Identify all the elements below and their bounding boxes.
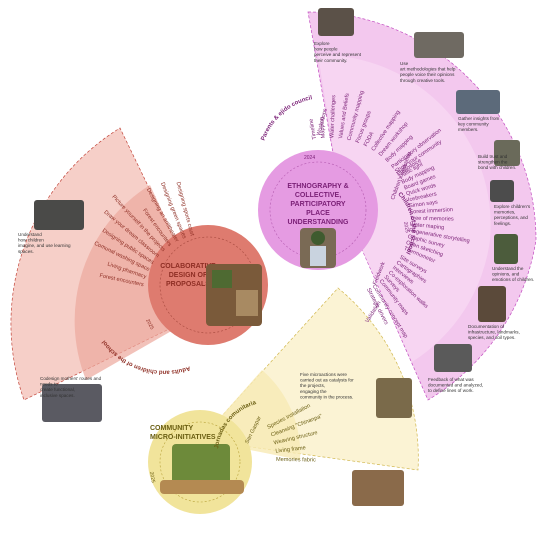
ethno-note-line: Explore bbox=[314, 41, 330, 46]
children-method: Water maping bbox=[409, 222, 444, 231]
micro-item: Living frame bbox=[275, 445, 306, 454]
children-method: Simon says bbox=[409, 200, 439, 210]
collaborative-note-line: inclusive spaces. bbox=[40, 393, 75, 398]
micro-note-line: the projects, bbox=[300, 383, 325, 388]
micro-title-line: COMMUNITY bbox=[150, 425, 193, 432]
collaborative-mid-fan bbox=[74, 185, 209, 380]
micro-note-photos bbox=[352, 378, 412, 506]
ethnography-title-line: PARTICIPATORY bbox=[290, 201, 346, 208]
ethno-note-line: emotions of children. bbox=[492, 277, 534, 282]
micro-note-line: Five microactions were bbox=[300, 372, 347, 377]
ethno-note-line: documented and analyzed, bbox=[428, 383, 483, 388]
collaborative-note-line: how children bbox=[18, 238, 44, 243]
ethno-note-line: members. bbox=[458, 127, 478, 132]
ethno-note-line: their community. bbox=[314, 58, 347, 63]
collaborative-note-line: needs to bbox=[40, 382, 58, 387]
micro-note-line: community in the process. bbox=[300, 394, 353, 399]
ethno-note-line: to define lines of work. bbox=[428, 388, 474, 393]
parents-method: Mapping bbox=[319, 117, 326, 139]
collaborative-note-line: imagine, and use learning bbox=[18, 243, 71, 248]
micro-item: Memories fabric bbox=[276, 457, 316, 464]
collaborative-hub-photo bbox=[206, 264, 262, 326]
ethno-note-line: perceptions, and bbox=[494, 215, 528, 220]
micro-title-line: MICRO-INITIATIVES bbox=[150, 434, 216, 441]
parents-method: Water challenges bbox=[329, 95, 337, 138]
ethnography-inner-fan bbox=[318, 54, 491, 362]
ethno-year-b: 2025 bbox=[402, 221, 410, 233]
children-method: Tree of memories bbox=[410, 216, 454, 223]
collaborative-year: 2025 bbox=[144, 318, 155, 331]
ethno-note-line: through creative tools. bbox=[400, 78, 445, 83]
ethno-note-line: Understand the bbox=[492, 266, 524, 271]
ethnography-hub-ring bbox=[269, 161, 367, 259]
children-method: Icebreakers bbox=[407, 191, 437, 203]
collaborative-title: COLABORATIVE DESIGN OF PROPOSALS bbox=[160, 263, 216, 288]
collaborative-note-line: spaces. bbox=[18, 249, 34, 254]
ethno-note-line: Documentation of bbox=[468, 324, 505, 329]
ethno-note-line: infrastructure, landmarks, bbox=[468, 330, 520, 335]
ethno-note-line: Feedback of what was bbox=[428, 377, 474, 382]
ethno-year-a: 2024 bbox=[304, 155, 315, 161]
parents-method: Timeline bbox=[309, 118, 319, 140]
ethnography-title-line: UNDERSTANDING bbox=[288, 219, 349, 226]
collaborative-title-line: COLABORATIVE bbox=[160, 263, 216, 270]
ethnography-title-line: ETHNOGRAPHY & bbox=[287, 183, 348, 190]
ethno-note-line: how people bbox=[314, 47, 338, 52]
ethno-note-line: art methodologies that help bbox=[400, 67, 456, 72]
micro-hub-ring bbox=[159, 421, 241, 503]
ethno-note-line: opinions, and bbox=[492, 272, 520, 277]
children-method: Forest immersion bbox=[410, 207, 453, 215]
ethno-note-line: perceive and represent bbox=[314, 52, 362, 57]
ring-label-workshops: Workshops bbox=[316, 108, 329, 137]
ethno-note-line: species, and soil types. bbox=[468, 335, 516, 340]
ethno-note-line: Gather insights from bbox=[458, 116, 500, 121]
ethnography-title-line: PLACE bbox=[306, 210, 330, 217]
micro-note-line: carried out as catalysts for bbox=[300, 378, 354, 383]
ring-label-parents: Parents & ejido council bbox=[261, 95, 314, 141]
collaborative-note-line: Understand bbox=[18, 232, 42, 237]
ethnography-title: ETHNOGRAPHY & COLLECTIVE, PARTICIPATORY … bbox=[287, 183, 349, 226]
ethnography-title-line: COLLECTIVE, bbox=[295, 192, 341, 199]
ethnography-hub bbox=[258, 150, 378, 270]
micro-note-line: engaging the bbox=[300, 389, 327, 394]
ethno-note-line: memories, bbox=[494, 210, 515, 215]
ethno-note-line: Use bbox=[400, 61, 409, 66]
ethnography-hub-photo bbox=[300, 228, 336, 268]
collaborative-note-line: Codesign mothers' routes and bbox=[40, 376, 102, 381]
ethno-note-line: strengthen the bbox=[478, 160, 508, 165]
collab-note-photos bbox=[34, 200, 102, 422]
collaborative-note-line: create functional, bbox=[40, 387, 75, 392]
micro-title: COMMUNITY MICRO-INITIATIVES bbox=[150, 425, 216, 441]
ethno-note-line: bond with children. bbox=[478, 165, 516, 170]
ethno-note-line: Explore children's bbox=[494, 204, 531, 209]
micro-hub-photo bbox=[160, 444, 244, 494]
ethno-note-photos bbox=[318, 8, 520, 372]
ethno-note-line: Build trust and bbox=[478, 154, 508, 159]
ethno-note-line: feelings. bbox=[494, 221, 511, 226]
collaborative-title-line: DESIGN OF bbox=[169, 272, 208, 279]
ethno-note-line: people voice their opinions bbox=[400, 72, 455, 77]
collaborative-title-line: PROPOSALS bbox=[166, 281, 210, 288]
micro-year: 2025 bbox=[148, 471, 156, 483]
ethno-note-line: key community bbox=[458, 122, 489, 127]
